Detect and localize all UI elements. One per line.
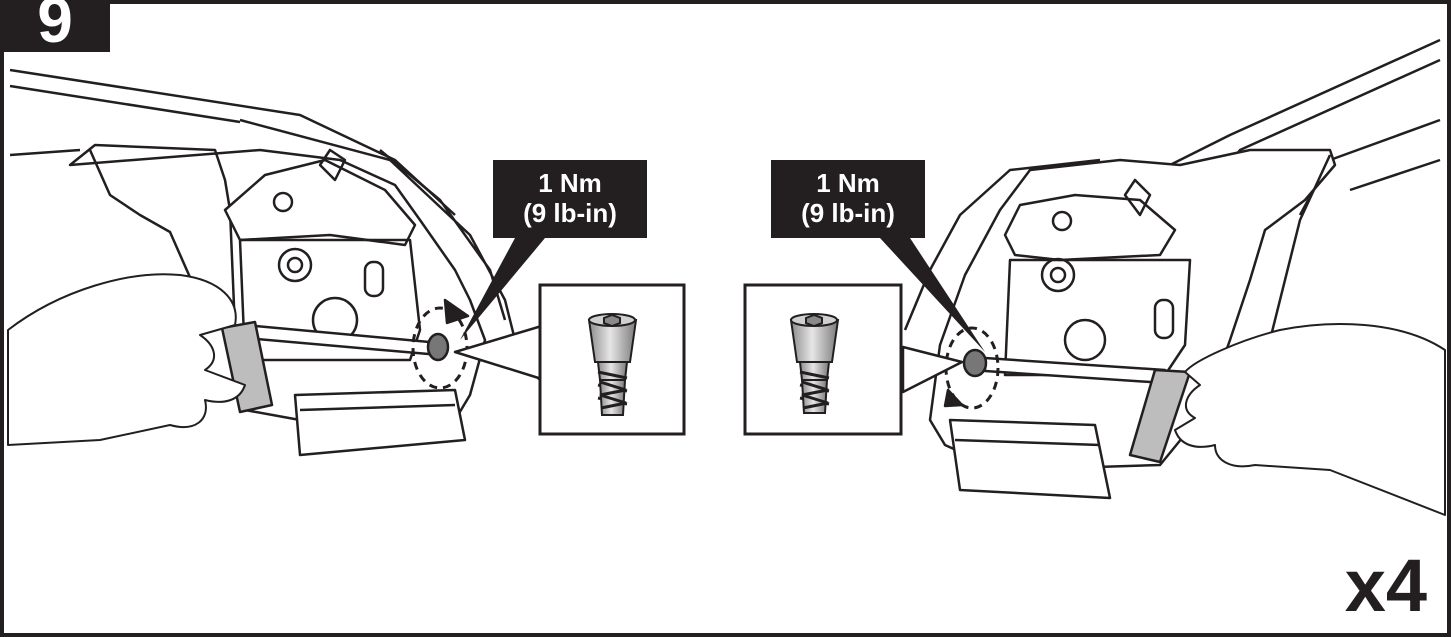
left-roof-rack-foot-illustration (7, 68, 547, 457)
right-bolt-icon (789, 313, 840, 414)
left-torque-pointer (460, 238, 545, 340)
step-number-badge: 9 (0, 0, 110, 52)
left-hand (7, 273, 246, 446)
step-number: 9 (37, 0, 73, 52)
right-crossbar (1149, 38, 1441, 216)
left-bolt-detail-box (538, 283, 686, 436)
left-torque-imperial: (9 lb-in) (523, 198, 617, 228)
right-torque-imperial: (9 lb-in) (801, 198, 895, 228)
right-bolt-detail-box (743, 283, 903, 436)
left-torque-callout: 1 Nm (9 lb-in) (493, 160, 647, 238)
right-torque-callout: 1 Nm (9 lb-in) (771, 160, 925, 238)
right-torque-pointer (880, 238, 985, 352)
left-bolt-icon (587, 313, 638, 416)
right-roof-rack-foot-illustration (901, 38, 1446, 516)
right-hand (1174, 323, 1446, 516)
right-torque-value: 1 Nm (816, 168, 880, 198)
quantity-indicator: x4 (1344, 544, 1427, 627)
left-torque-value: 1 Nm (538, 168, 602, 198)
